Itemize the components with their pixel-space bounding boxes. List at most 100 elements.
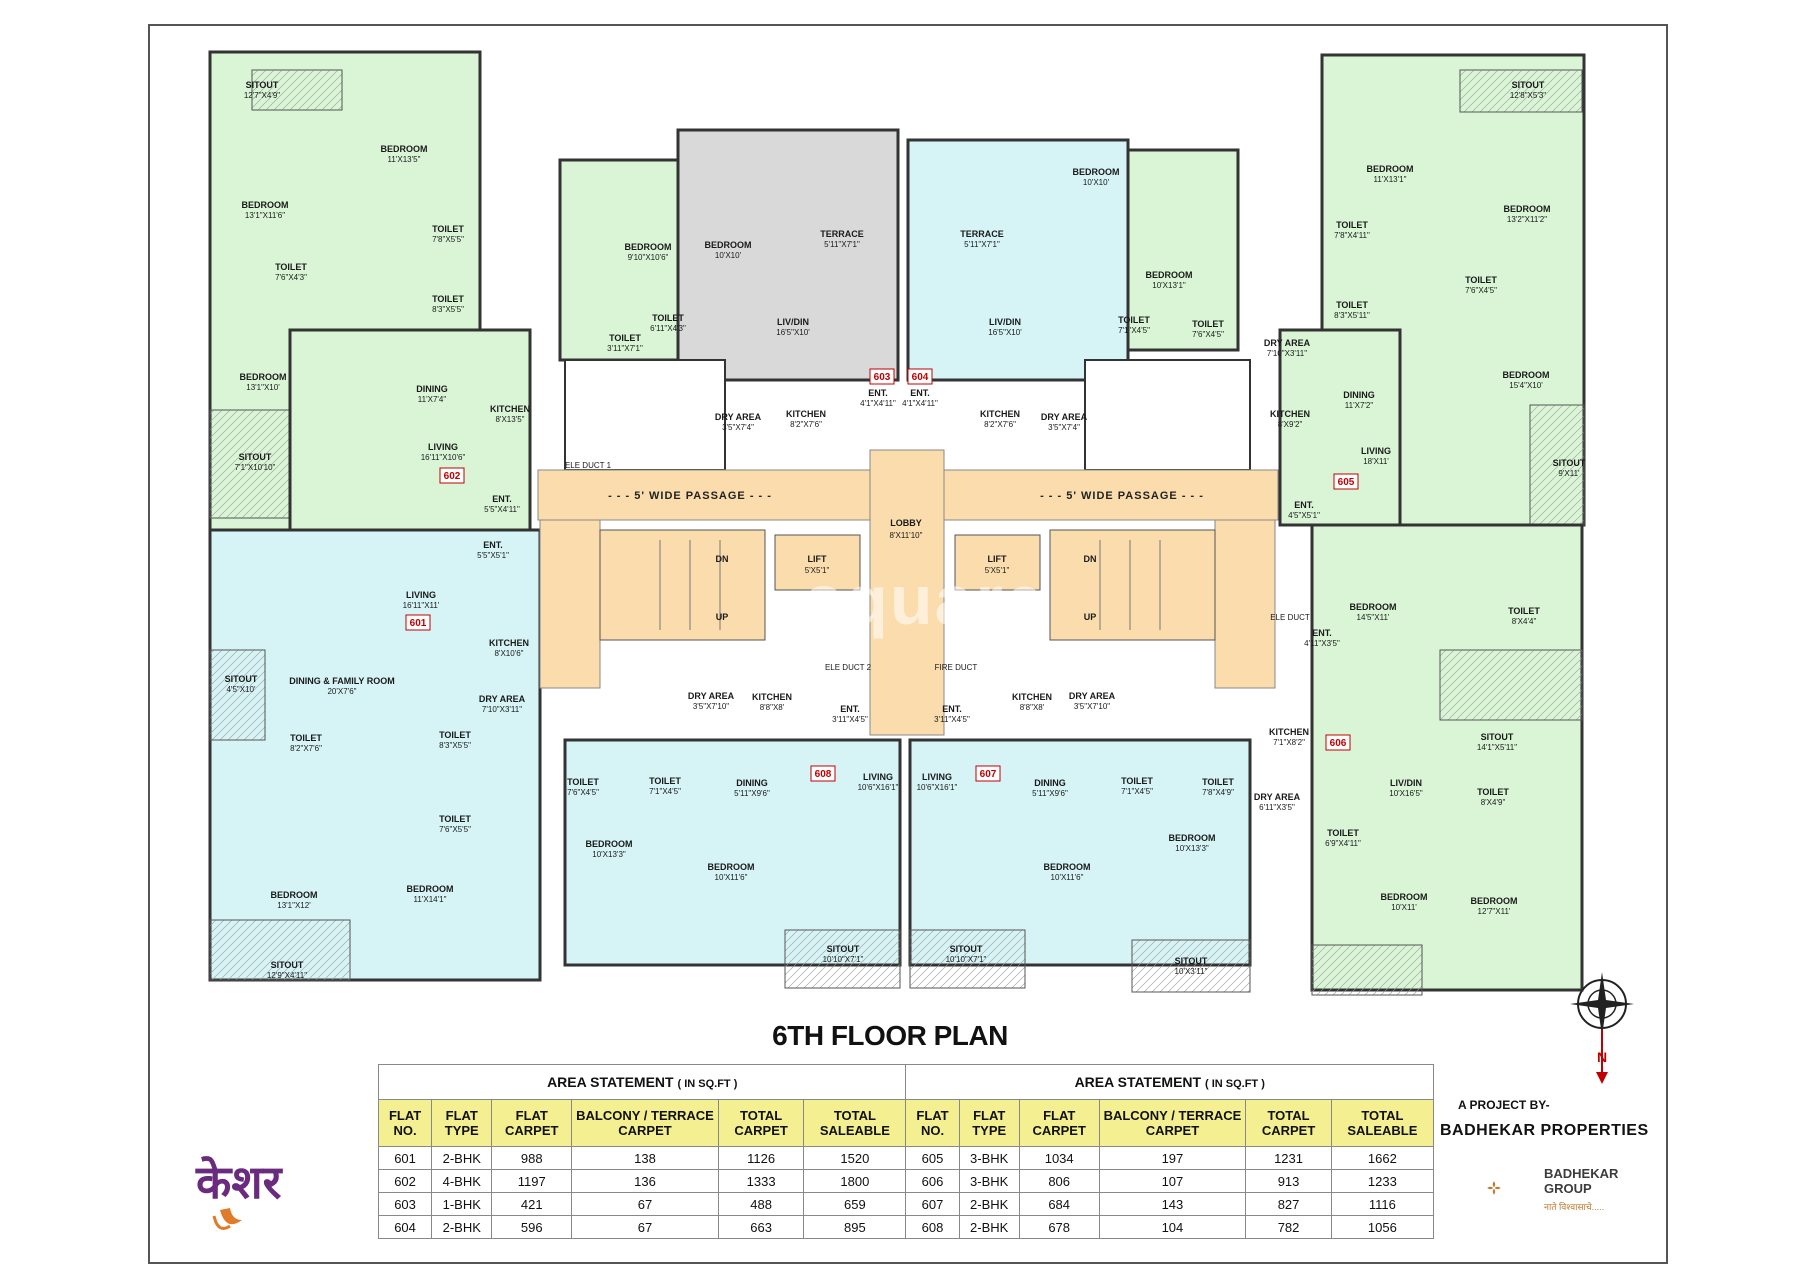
room-label: SITOUT <box>271 960 304 970</box>
room-dimension: 3'11"X4'5" <box>934 715 970 724</box>
room-label: BEDROOM <box>1503 370 1550 380</box>
room-label: SITOUT <box>246 80 279 90</box>
room-label: ENT. <box>1294 500 1314 510</box>
lift-label-1: LIFT <box>808 554 827 564</box>
room-dimension: 8'8"X8' <box>760 703 785 712</box>
room-dimension: 10'X3'11" <box>1175 967 1208 976</box>
column-header: TOTAL CARPET <box>1245 1099 1332 1147</box>
flat-tag-608: 608 <box>815 769 832 780</box>
north-label: N <box>1597 1049 1607 1065</box>
room-label: TOILET <box>439 814 471 824</box>
project-by-label: A PROJECT BY- <box>1458 1098 1550 1112</box>
room-dimension: 11'X14'1" <box>414 895 447 904</box>
room-dimension: 16'5"X10' <box>988 328 1022 337</box>
area-statement-title: AREA STATEMENT <box>547 1074 674 1090</box>
room-dimension: 7'8"X4'9" <box>1202 788 1234 797</box>
room-label: DRY AREA <box>1264 338 1311 348</box>
room-dimension: 10'X11'6" <box>1051 873 1084 882</box>
table-cell: 2-BHK <box>431 1146 493 1170</box>
table-cell: 67 <box>571 1192 719 1216</box>
room-dimension: 8'X10'6" <box>494 649 523 658</box>
room-label: KITCHEN <box>489 638 529 648</box>
room-label: ENT. <box>483 540 503 550</box>
room-dimension: 6'11"X3'5" <box>1259 803 1295 812</box>
room-label: BEDROOM <box>1044 862 1091 872</box>
room-label: DINING <box>1343 390 1375 400</box>
room-dimension: 14'1"X5'11" <box>1477 743 1517 752</box>
flat-tag-604: 604 <box>912 372 929 383</box>
table-cell: 659 <box>803 1192 907 1216</box>
room-label: DRY AREA <box>1041 412 1088 422</box>
lobby-label: LOBBY <box>890 518 922 528</box>
table-cell: 782 <box>1245 1215 1332 1239</box>
room-dimension: 15'4"X10' <box>1509 381 1543 390</box>
room-label: TOILET <box>1336 300 1368 310</box>
room-dimension: 7'1"X10'10" <box>235 463 276 472</box>
room-label: TOILET <box>1202 777 1234 787</box>
column-header: BALCONY / TERRACE CARPET <box>1098 1099 1247 1147</box>
room-label: TOILET <box>1118 315 1150 325</box>
room-dimension: 8'2"X7'6" <box>790 420 822 429</box>
room-dimension: 6'9"X4'11" <box>1325 839 1361 848</box>
room-dimension: 11'X7'4" <box>418 395 447 404</box>
room-label: TOILET <box>609 333 641 343</box>
room-label: SITOUT <box>1512 80 1545 90</box>
builder-name: BADHEKAR PROPERTIES <box>1440 1122 1649 1139</box>
room-label: BEDROOM <box>1504 204 1551 214</box>
table-cell: 1056 <box>1330 1215 1435 1239</box>
room-label: BEDROOM <box>1381 892 1428 902</box>
room-label: ENT. <box>910 388 930 398</box>
flat-tag-box <box>907 368 933 385</box>
room-label: KITCHEN <box>1270 409 1310 419</box>
room-dimension: 7'10"X3'11" <box>482 705 522 714</box>
area-statement-unit: ( IN SQ.FT ) <box>1204 1078 1265 1090</box>
room-dimension: 7'6"X4'5" <box>1465 286 1497 295</box>
room-label: TOILET <box>1336 220 1368 230</box>
room-dimension: 8'2"X7'6" <box>290 744 322 753</box>
table-cell: 3-BHK <box>958 1146 1020 1170</box>
room-label: TOILET <box>1477 787 1509 797</box>
room-dimension: 9'10"X10'6" <box>628 253 669 262</box>
flat-607 <box>908 738 1252 993</box>
stair-dn-left: DN <box>716 554 729 564</box>
room-dimension: 8'3"X5'5" <box>439 741 471 750</box>
flat-tag-607: 607 <box>980 769 997 780</box>
room-dimension: 11'X13'1" <box>1374 175 1407 184</box>
room-dimension: 10'6"X16'1" <box>858 783 899 792</box>
room-label: DINING <box>736 778 768 788</box>
area-statement-table: AREA STATEMENT ( IN SQ.FT ) AREA STATEME… <box>377 1064 1435 1239</box>
table-cell: 607 <box>905 1192 960 1216</box>
room-dimension: 7'6"X4'5" <box>567 788 599 797</box>
room-dimension: 7'6"X5'5" <box>439 825 471 834</box>
table-cell: 606 <box>905 1169 960 1193</box>
room-dimension: 20'X7'6" <box>327 687 356 696</box>
room-dimension: 7'1"X4'5" <box>1118 326 1150 335</box>
room-dimension: 3'5"X7'10" <box>693 702 729 711</box>
room-label: SITOUT <box>1481 732 1514 742</box>
room-label: BEDROOM <box>381 144 428 154</box>
floor-plan: SITOUT12'7"X4'9"BEDROOM11'X13'5"BEDROOM1… <box>208 50 1586 996</box>
room-label: BEDROOM <box>1367 164 1414 174</box>
table-cell: 603 <box>377 1192 433 1216</box>
table-cell: 605 <box>905 1146 960 1170</box>
room-label: TOILET <box>1327 828 1359 838</box>
room-label: TOILET <box>432 224 464 234</box>
room-dimension: 5'5"X4'11" <box>484 505 520 514</box>
room-dimension: 8'X4'9" <box>1481 798 1506 807</box>
column-header: BALCONY / TERRACE CARPET <box>571 1099 719 1147</box>
logo-swirl <box>212 1215 231 1230</box>
table-cell: 1116 <box>1330 1192 1435 1216</box>
flat-tag-602: 602 <box>444 471 461 482</box>
room-label: LIVING <box>406 590 436 600</box>
room-dimension: 7'8"X5'5" <box>432 235 464 244</box>
room-dimension: 7'1"X4'5" <box>1121 787 1153 796</box>
room-label: ENT. <box>868 388 888 398</box>
room-label: ENT. <box>840 704 860 714</box>
table-cell: 913 <box>1245 1169 1332 1193</box>
